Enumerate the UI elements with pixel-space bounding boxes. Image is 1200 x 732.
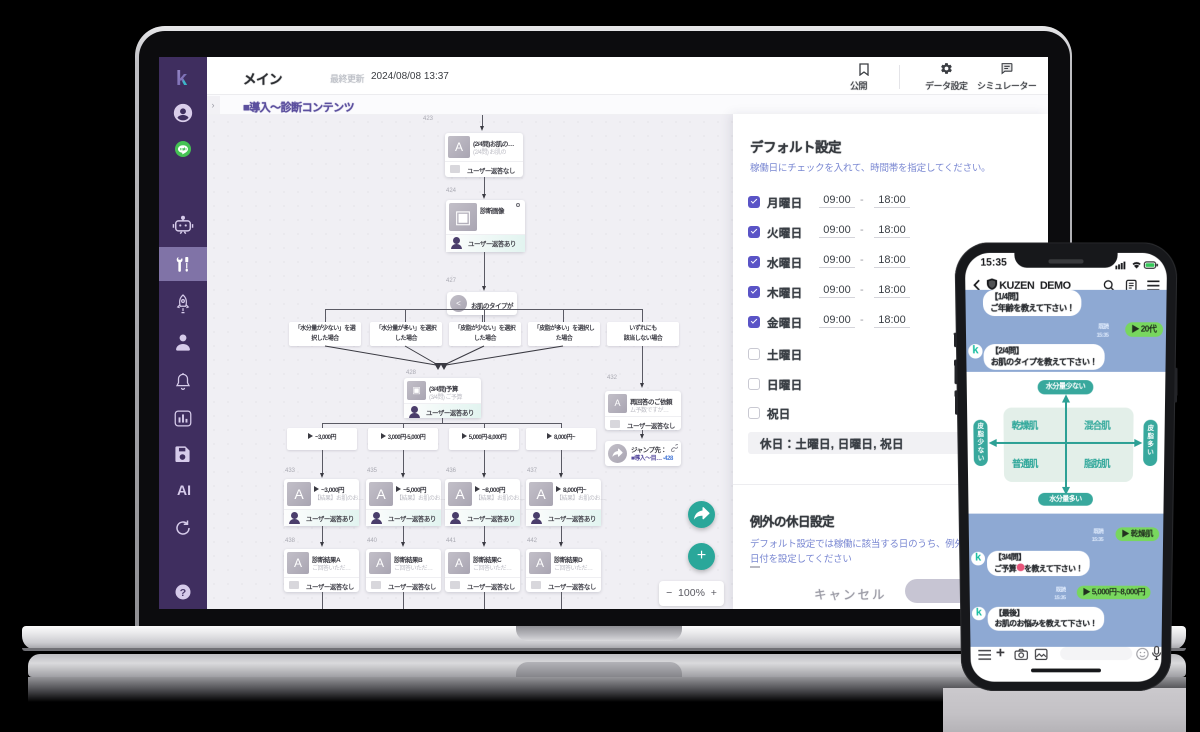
svg-text:?: ?	[180, 587, 186, 599]
svg-text:k: k	[176, 68, 188, 88]
